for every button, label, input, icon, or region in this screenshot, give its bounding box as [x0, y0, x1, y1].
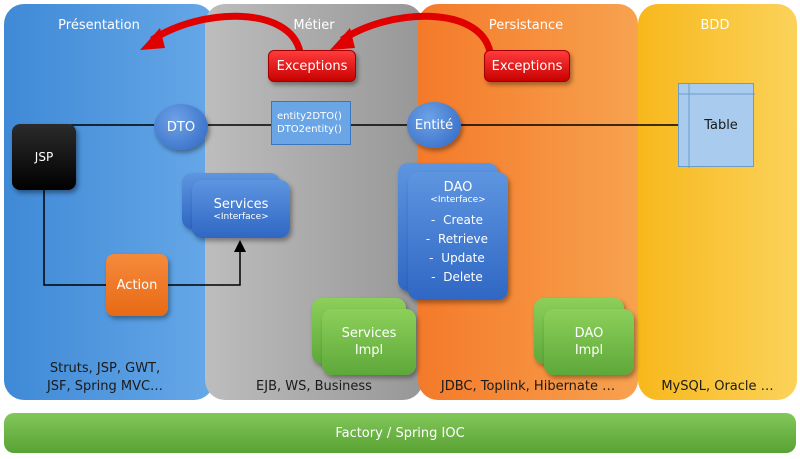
services-sub: <Interface>: [213, 211, 269, 222]
dao-bullet: -: [431, 270, 436, 284]
dao-interface-box: DAO <Interface> -Create -Retrieve -Updat…: [408, 172, 508, 300]
action-label: Action: [116, 277, 158, 293]
exceptions-persistance-box: Exceptions: [484, 50, 570, 82]
services-title: Services: [213, 196, 269, 212]
dto-circle: DTO: [154, 104, 208, 150]
factory-bar: Factory / Spring IOC: [4, 413, 796, 453]
mapping-box: entity2DTO() DTO2entity(): [271, 101, 351, 145]
services-impl-line1: Services: [341, 326, 397, 341]
factory-bar-label: Factory / Spring IOC: [335, 425, 465, 441]
metier-title: Métier: [293, 18, 335, 33]
services-impl-line2: Impl: [354, 343, 384, 358]
dao-impl-line1: DAO: [574, 326, 604, 341]
services-impl-box: Services Impl: [322, 309, 416, 375]
presentation-title: Présentation: [58, 18, 140, 33]
dao-sub: <Interface>: [430, 195, 486, 205]
services-interface-box: Services <Interface>: [192, 180, 290, 238]
bdd-title: BDD: [700, 18, 730, 33]
action-box: Action: [106, 254, 168, 316]
persistance-footer: JDBC, Toplink, Hibernate …: [440, 379, 616, 394]
exceptions-persistance-label: Exceptions: [491, 58, 563, 74]
action-services-arrow: [166, 240, 246, 286]
bdd-layer: BDD MySQL, Oracle …: [638, 4, 797, 400]
dao-method-item: -Retrieve: [418, 230, 488, 249]
exceptions-metier-label: Exceptions: [276, 58, 348, 74]
dao-method-item: -Create: [418, 211, 488, 230]
presentation-footer: Struts, JSP, GWT, JSF, Spring MVC…: [0, 360, 214, 396]
dao-method-item: -Delete: [418, 268, 488, 287]
jsp-box: JSP: [12, 124, 76, 190]
bdd-footer: MySQL, Oracle …: [661, 379, 774, 394]
dao-method-item: -Update: [418, 249, 488, 268]
jsp-label: JSP: [34, 150, 54, 164]
exceptions-persistance-curve: [340, 12, 494, 54]
dao-methods-list: -Create -Retrieve -Update -Delete: [408, 211, 488, 287]
table-label: Table: [704, 117, 738, 133]
dto-label: DTO: [166, 119, 196, 135]
dao-title: DAO: [443, 180, 473, 195]
presentation-footer-line2: JSF, Spring MVC…: [46, 379, 164, 394]
dao-bullet: -: [429, 251, 434, 265]
dao-impl-box: DAO Impl: [544, 309, 634, 375]
table-box: Table: [678, 83, 755, 168]
exceptions-persistance-arrowhead: [330, 28, 355, 50]
entite-label: Entité: [414, 117, 454, 133]
mapping-line2: DTO2entity(): [277, 124, 342, 135]
metier-footer: EJB, WS, Business: [256, 379, 372, 394]
presentation-footer-line1: Struts, JSP, GWT,: [49, 361, 161, 376]
dao-impl-line2: Impl: [574, 343, 604, 358]
mapping-line1: entity2DTO(): [277, 111, 342, 122]
entite-circle: Entité: [407, 102, 461, 148]
exceptions-metier-curve: [150, 12, 304, 54]
persistance-title: Persistance: [488, 18, 564, 33]
dao-bullet: -: [430, 213, 436, 227]
table-grid: [679, 84, 755, 168]
exceptions-metier-box: Exceptions: [268, 50, 356, 82]
dao-bullet: -: [425, 232, 431, 246]
presentation-layer: Présentation Struts, JSP, GWT, JSF, Spri…: [4, 4, 214, 400]
jsp-action-line: [43, 190, 108, 286]
exceptions-metier-arrowhead: [140, 28, 165, 50]
